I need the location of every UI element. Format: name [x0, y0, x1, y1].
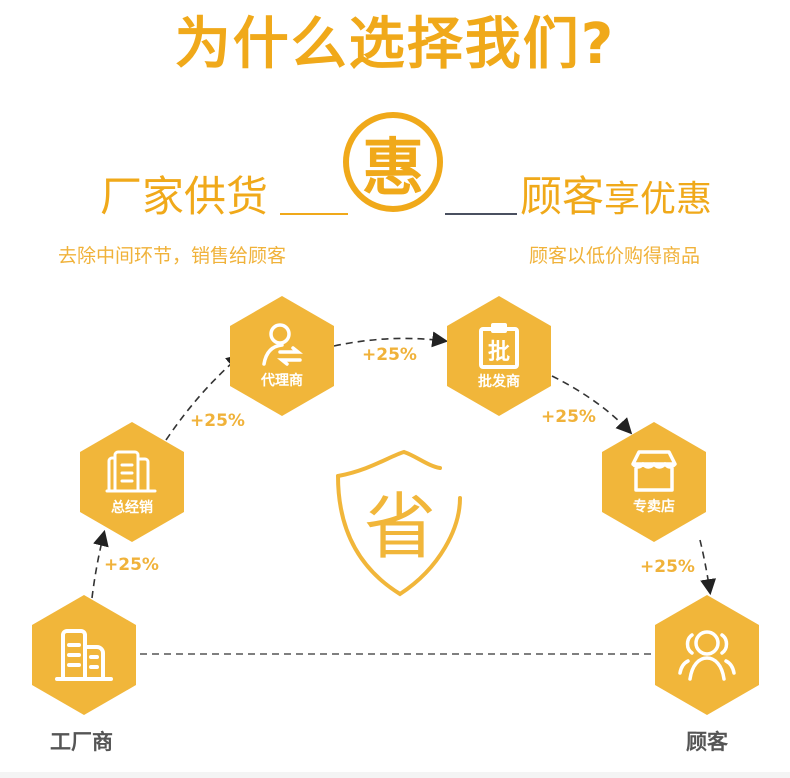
- agent-person-exchange-icon: [262, 323, 303, 366]
- left-slogan-title: 厂家供货: [100, 172, 268, 222]
- markup-label-1: +25%: [104, 555, 159, 575]
- node-label-factory: 工厂商: [50, 730, 113, 754]
- node-label-customers: 顾客: [686, 730, 728, 754]
- office-building-icon: [105, 450, 157, 493]
- factory-building-icon: [55, 629, 113, 681]
- savings-shield-icon: 省: [336, 449, 462, 597]
- node-wholesaler: 批 批发商: [447, 296, 551, 416]
- markup-label-2: +25%: [190, 411, 245, 431]
- sheng-char: 省: [364, 485, 436, 569]
- node-label-store: 专卖店: [633, 499, 675, 515]
- customers-group-icon: [678, 630, 736, 681]
- hui-char: 惠: [361, 131, 424, 204]
- markup-label-4: +25%: [541, 407, 596, 427]
- right-slogan-text-b: 享优惠: [604, 179, 713, 220]
- left-divider-line: [280, 213, 348, 215]
- right-slogan-text-a: 顾客: [520, 172, 605, 221]
- right-divider-line: [445, 213, 517, 215]
- markup-label-5: +25%: [640, 557, 695, 577]
- right-slogan-title: 顾客享优惠: [520, 172, 712, 225]
- node-label-agent: 代理商: [261, 373, 303, 389]
- markup-label-3: +25%: [362, 345, 417, 365]
- store-awning-icon: [631, 450, 677, 492]
- svg-text:批: 批: [488, 340, 510, 365]
- hui-discount-badge: 惠: [343, 112, 443, 212]
- left-slogan-sub: 去除中间环节，销售给顾客: [58, 245, 287, 267]
- right-slogan-sub: 顾客以低价购得商品: [529, 245, 701, 267]
- node-label-wholesaler: 批发商: [478, 374, 520, 390]
- wholesale-clipboard-icon: 批: [479, 323, 519, 369]
- node-label-general-distributor: 总经销: [111, 500, 153, 516]
- bottom-divider: [0, 772, 790, 778]
- page-title: 为什么选择我们?: [174, 12, 616, 77]
- left-slogan-text: 厂家供货: [100, 172, 269, 221]
